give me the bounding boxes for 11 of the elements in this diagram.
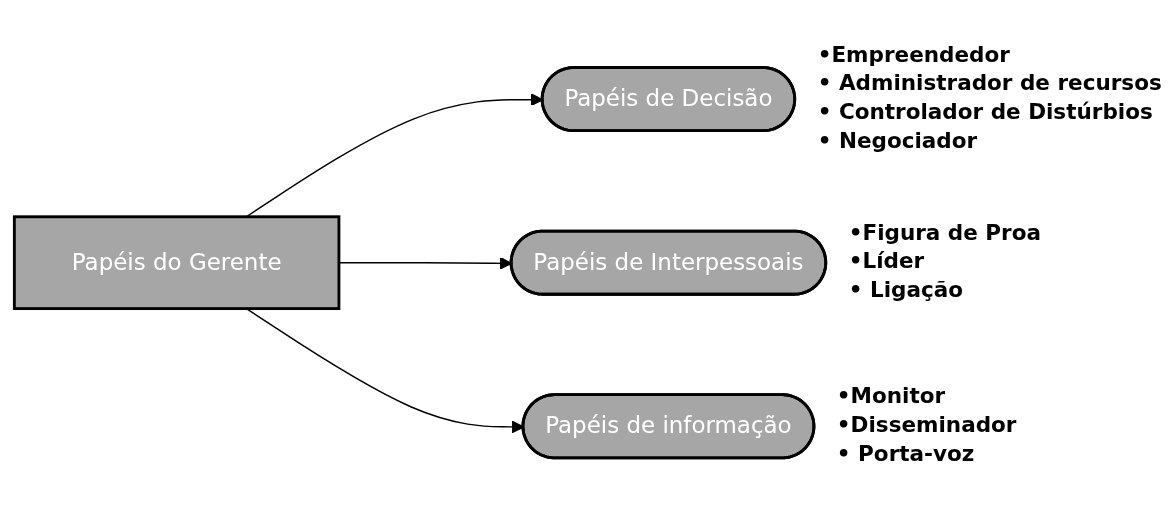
list-item: •Figura de Proa — [848, 219, 1042, 245]
list-item: •Monitor — [836, 383, 946, 409]
list-item: • Negociador — [817, 127, 978, 153]
list-item: • Administrador de recursos — [817, 70, 1162, 96]
list-item: •Disseminador — [836, 412, 1017, 437]
node-box: Papéis do Gerente — [12, 215, 341, 311]
list-item: •Líder — [848, 248, 925, 274]
list-item: • Ligação — [848, 277, 963, 303]
list-item: • Controlador de Distúrbios — [817, 99, 1153, 125]
list-item: •Empreendedor — [817, 41, 1010, 67]
list-item: • Porta-voz — [836, 440, 975, 466]
